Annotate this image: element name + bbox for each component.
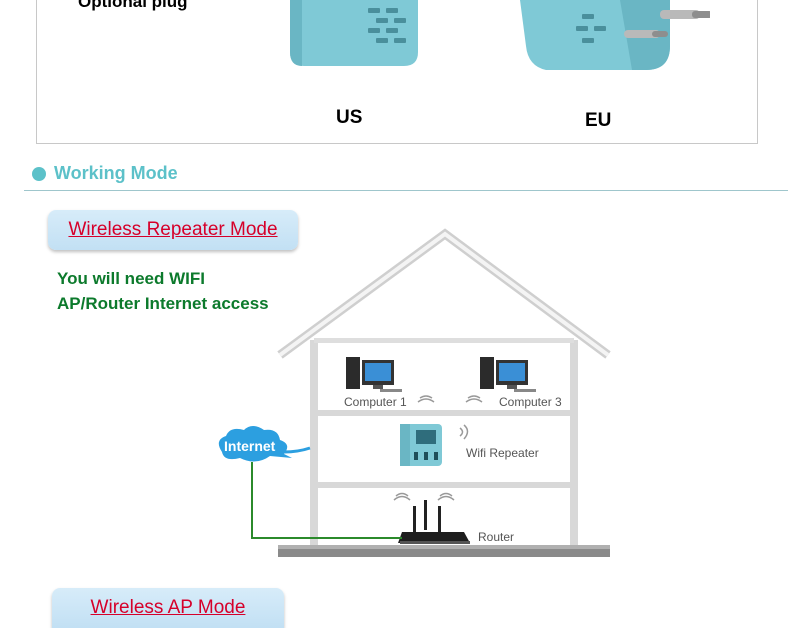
ap-mode-badge: Wireless AP Mode (52, 588, 284, 628)
router-label: Router (478, 530, 515, 544)
repeater-mode-badge: Wireless Repeater Mode (48, 210, 298, 250)
working-mode-title: Working Mode (54, 163, 178, 183)
requirement-line-1: You will need WIFI (57, 269, 205, 288)
eu-plug-label: EU (585, 110, 612, 131)
internet-label: Internet (224, 438, 276, 454)
computer-3-label: Computer 3 (499, 395, 562, 409)
requirement-line-2: AP/Router Internet access (57, 294, 269, 313)
working-mode-header: Working Mode (24, 162, 788, 191)
wifi-repeater-device-icon (400, 424, 442, 466)
wifi-repeater-label: Wifi Repeater (466, 446, 539, 460)
ap-mode-title: Wireless AP Mode (90, 597, 246, 618)
eu-plug-image (520, 0, 710, 70)
bullet-dot-icon (32, 167, 46, 181)
router-device-icon (398, 500, 470, 544)
repeater-mode-title: Wireless Repeater Mode (68, 219, 278, 240)
optional-plug-label: Optional plug (78, 0, 188, 11)
requirement-text: You will need WIFI AP/Router Internet ac… (57, 266, 269, 316)
computer-3-icon (480, 357, 536, 392)
us-plug-image (290, 0, 418, 66)
computer-1-label: Computer 1 (344, 395, 407, 409)
us-plug-label: US (336, 107, 363, 128)
computer-1-icon (346, 357, 402, 392)
internet-cloud-icon (218, 426, 311, 462)
wifi-waves-icon (393, 395, 483, 501)
